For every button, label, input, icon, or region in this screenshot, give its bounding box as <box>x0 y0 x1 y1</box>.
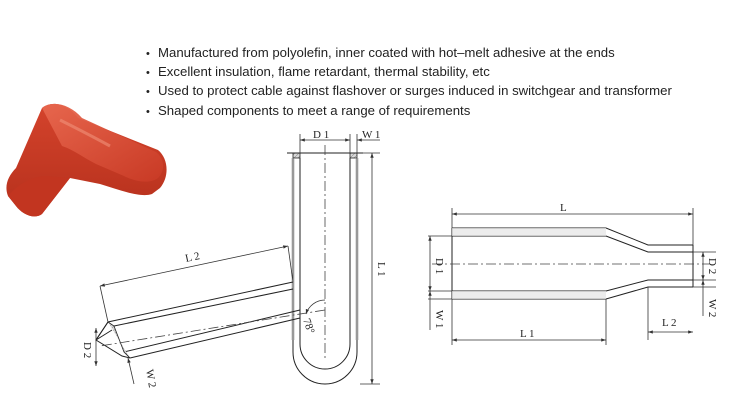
branch-mouth <box>95 321 131 359</box>
straight-upper-inner <box>452 235 693 253</box>
straight-w1-label: W 1 <box>433 310 445 328</box>
straight-l-label: L <box>560 202 567 214</box>
feature-item: • Used to protect cable against flashover… <box>146 82 672 101</box>
elbow-l2-label: L 2 <box>184 250 201 265</box>
straight-l2-label: L 2 <box>662 317 677 329</box>
elbow-wall-section <box>349 152 358 159</box>
elbow-w1-label: W 1 <box>362 129 380 141</box>
elbow-d1-label: D 1 <box>313 129 329 141</box>
straight-w2-label: W 2 <box>706 299 718 317</box>
straight-lower-inner <box>452 279 693 292</box>
straight-d1-label: D 1 <box>433 258 445 274</box>
straight-drawing: L D 1 W 1 L 1 L 2 D 2 W 2 <box>428 202 718 345</box>
feature-item: • Excellent insulation, flame retardant, … <box>146 63 672 82</box>
feature-list: • Manufactured from polyolefin, inner coa… <box>146 44 672 121</box>
feature-text: Manufactured from polyolefin, inner coat… <box>158 45 615 60</box>
feature-text: Used to protect cable against flashover … <box>158 83 672 99</box>
branch-upper-inner <box>113 288 294 327</box>
elbow-wall-section <box>292 152 301 159</box>
feature-text: Excellent insulation, flame retardant, t… <box>158 64 490 80</box>
straight-d2-label: D 2 <box>706 258 718 274</box>
bullet: • <box>146 48 150 60</box>
straight-l1-label: L 1 <box>520 328 535 340</box>
elbow-d2-label: D 2 <box>81 342 93 358</box>
branch-lower-inner <box>123 309 301 353</box>
feature-item: • Shaped components to meet a range of re… <box>146 102 672 121</box>
elbow-outer-wall <box>292 158 358 385</box>
bullet: • <box>146 105 150 118</box>
elbow-w2-label: W 2 <box>143 368 158 388</box>
feature-item: • Manufactured from polyolefin, inner coa… <box>146 44 672 63</box>
elbow-angle-label: 78° <box>300 317 317 336</box>
elbow-l1-label: L 1 <box>375 262 387 277</box>
branch-lower-outer <box>129 317 301 359</box>
elbow-inner-wall <box>299 158 351 370</box>
branch-upper-outer <box>95 281 294 341</box>
feature-text: Shaped components to meet a range of req… <box>158 102 471 118</box>
elbow-drawing: D 1 W 1 L 1 L 2 D 2 W 2 78° <box>81 129 387 389</box>
bullet: • <box>146 86 150 99</box>
bullet: • <box>146 67 150 80</box>
product-photo <box>6 103 167 217</box>
